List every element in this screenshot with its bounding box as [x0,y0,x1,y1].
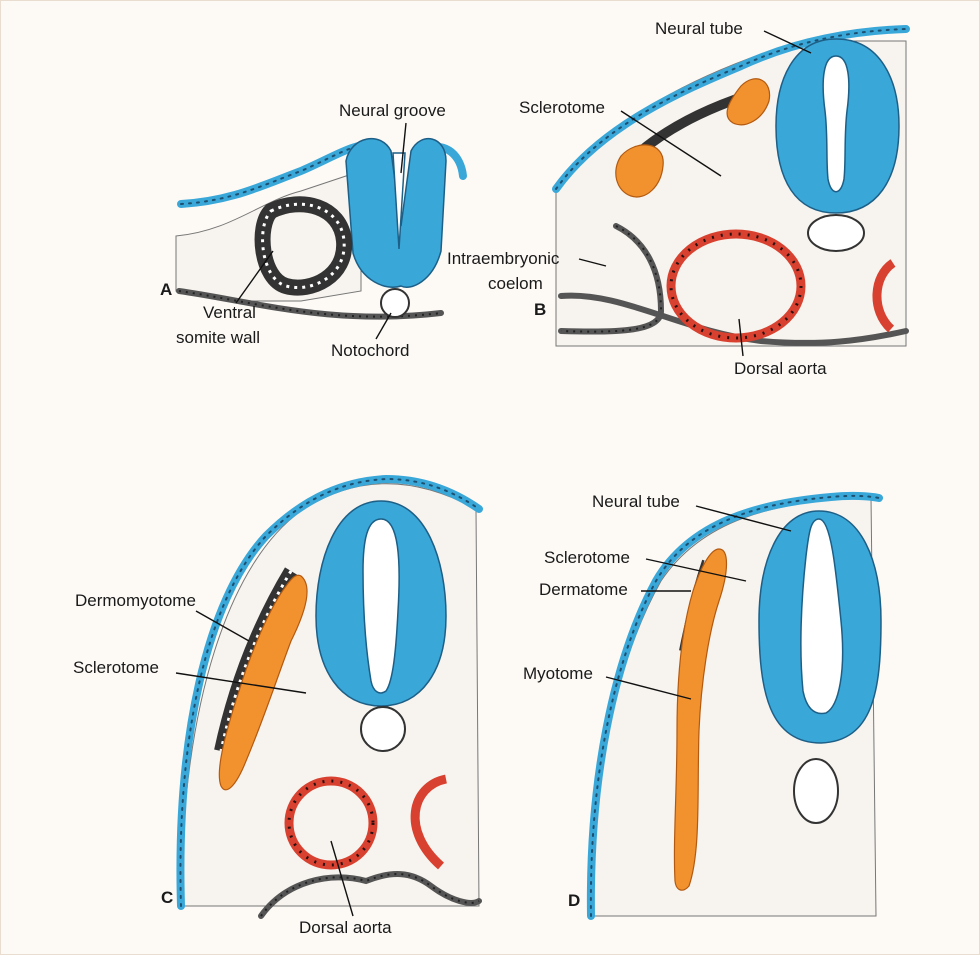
panel-b-sclerotome-lower [615,144,664,198]
panel-d-neural-tube-lumen [800,518,844,715]
leader-ventral-somite-wall [235,250,274,304]
panel-c-notochord [360,706,406,752]
label-b-coelom-line-1: Intraembryonic [447,249,560,268]
panel-c-endoderm-cells [260,873,480,917]
panel-a-neural-groove-lumen [392,152,406,250]
label-b-dorsal-aorta: Dorsal aorta [734,359,827,378]
panel-b-sclerotome-upper [726,78,771,126]
label-d-sclerotome: Sclerotome [544,548,630,567]
panel-d-letter: D [568,891,580,910]
panel-b-surface-ectoderm-cells [555,28,907,190]
panel-b-endoderm [558,292,909,346]
panel-c: C Dermomyotome Sclerotome Dorsal aorta [73,474,483,937]
leader-d-neural-tube [695,505,792,532]
label-ventral-line-2: somite wall [176,328,260,347]
panel-a-notochord [380,288,410,318]
leader-neural-groove [400,122,407,174]
panel-c-neural-tube-lumen [362,518,400,694]
panel-c-dorsal-aorta-right [410,774,448,870]
leader-b-sclerotome [620,110,722,177]
panel-a-endoderm-cells [178,290,442,318]
panel-b-coelom-cells [560,225,663,333]
panel-a-somite-cells [261,202,346,289]
label-neural-groove: Neural groove [339,101,446,120]
label-b-sclerotome: Sclerotome [519,98,605,117]
panel-b-dorsal-aorta-right [872,259,896,333]
label-c-dorsal-aorta: Dorsal aorta [299,918,392,937]
panel-b-letter: B [534,300,546,319]
panel-d-myotome [673,548,728,891]
label-ventral-line-1: Ventral [203,303,256,322]
panel-d: D Neural tube Sclerotome Dermatome Myoto… [523,491,883,920]
panel-c-myotome [218,574,308,791]
leader-c-sclerotome [175,672,307,694]
leader-d-myotome [605,676,692,700]
panel-c-dermomyotome-cells [219,570,293,752]
panel-c-surface-ectoderm-cells [179,477,480,907]
leader-b-dorsal-aorta [738,318,744,357]
panel-a-letter: A [160,280,172,299]
leader-c-dorsal-aorta [330,840,354,917]
panel-b-dorsal-aorta-nuclei [669,232,803,340]
label-notochord: Notochord [331,341,409,360]
panel-c-letter: C [161,888,173,907]
label-c-sclerotome: Sclerotome [73,658,159,677]
leader-c-dermomyotome [195,610,250,642]
panel-c-dorsal-aorta-nuclei [287,779,375,867]
label-b-coelom-line-2: coelom [488,274,543,293]
leader-notochord [375,312,392,340]
panel-a: A Neural groove Ventral somite wall Noto… [160,101,467,360]
label-b-neural-tube: Neural tube [655,19,743,38]
leader-b-neural-tube [763,30,812,54]
label-c-dermomyotome: Dermomyotome [75,591,196,610]
label-d-neural-tube: Neural tube [592,492,680,511]
leader-b-coelom [578,258,607,267]
panel-b: B Neural tube Sclerotome Intraembryonic … [447,19,910,378]
leader-d-sclerotome [645,558,747,582]
panel-d-notochord [793,758,839,824]
panel-b-neural-tube-lumen [822,55,850,193]
panel-d-surface-ectoderm-cells [589,494,880,917]
panel-b-notochord [807,214,865,252]
label-d-myotome: Myotome [523,664,593,683]
label-d-dermatome: Dermatome [539,580,628,599]
